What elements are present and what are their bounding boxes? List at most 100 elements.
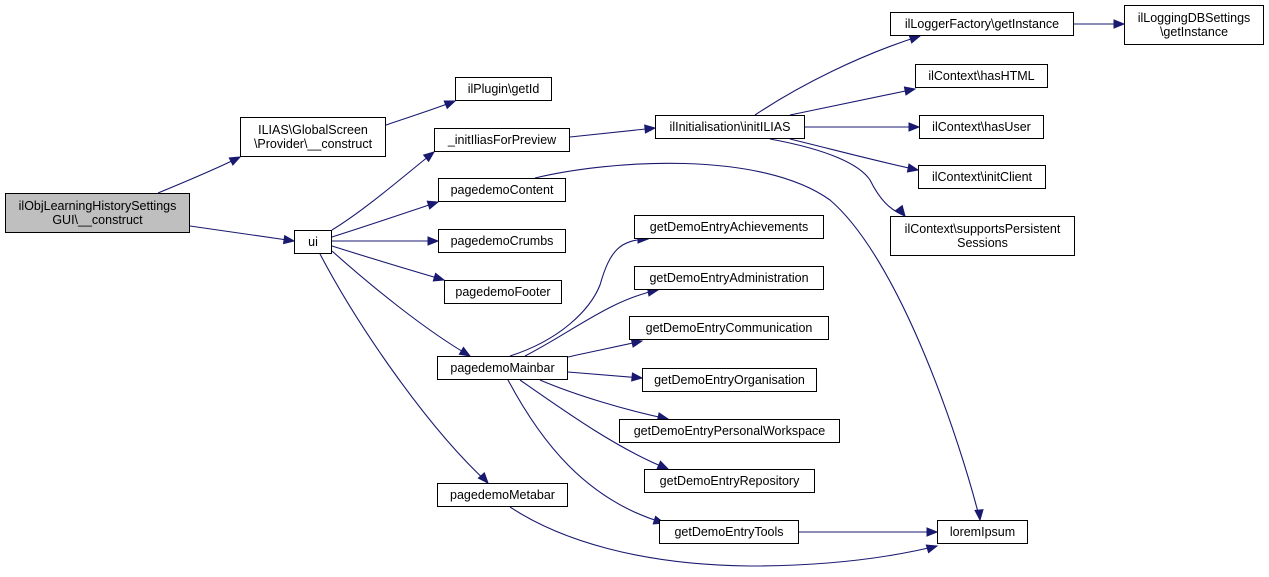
node-administration[interactable]: getDemoEntryAdministration [634, 266, 824, 290]
arrowhead-ui-to-footer [432, 272, 446, 282]
node-label: pagedemoMetabar [450, 488, 555, 502]
node-organisation[interactable]: getDemoEntryOrganisation [642, 368, 817, 392]
arrowhead-metabar-to-loremipsum [925, 544, 939, 554]
arrowhead-initilias-to-initclient [906, 163, 920, 173]
edge-mainbar-to-personal [539, 379, 669, 420]
node-personal[interactable]: getDemoEntryPersonalWorkspace [619, 419, 840, 443]
node-initilias[interactable]: ilInitialisation\initILIAS [655, 115, 805, 139]
node-label: ilContext\supportsPersistent [904, 222, 1061, 236]
edge-initilias-to-persistent [769, 138, 906, 217]
node-repository[interactable]: getDemoEntryRepository [644, 469, 815, 493]
node-label: ilContext\hasHTML [928, 69, 1035, 83]
arrowhead-ui-to-crumbs [427, 236, 440, 246]
arrowhead-initilias-to-hasuser [908, 122, 921, 132]
node-content[interactable]: pagedemoContent [438, 178, 566, 202]
edge-initilias-to-loggerfactory [754, 35, 921, 116]
node-mainbar[interactable]: pagedemoMainbar [437, 356, 568, 380]
edge-provider-to-plugin [385, 100, 456, 126]
edge-mainbar-to-repository [519, 379, 669, 470]
node-provider[interactable]: ILIAS\GlobalScreen\Provider\__construct [240, 117, 386, 157]
node-label: _initIliasForPreview [447, 133, 557, 147]
node-label: getDemoEntryAchievements [649, 220, 809, 234]
arrowhead-initpreview-to-initilias [644, 124, 657, 134]
edge-ui-to-initpreview [331, 151, 435, 231]
node-hasuser[interactable]: ilContext\hasUser [919, 115, 1044, 139]
arrowhead-root-to-provider [228, 156, 242, 166]
node-initclient[interactable]: ilContext\initClient [918, 165, 1046, 189]
node-label: pagedemoMainbar [450, 361, 555, 375]
edge-initpreview-to-initilias [569, 127, 656, 138]
arrowhead-ui-to-metabar [477, 472, 489, 485]
edge-mainbar-to-organisation [567, 371, 643, 379]
edge-ui-to-footer [331, 245, 445, 281]
node-label: pagedemoFooter [455, 285, 551, 299]
node-label: ilContext\hasUser [932, 120, 1031, 134]
edge-root-to-provider [157, 156, 241, 194]
edge-ui-to-metabar [319, 253, 489, 484]
edge-content-to-loremipsum [534, 162, 981, 521]
node-loggerfactory[interactable]: ilLoggerFactory\getInstance [890, 12, 1074, 36]
edge-mainbar-to-tools [507, 379, 665, 524]
node-label: ilContext\initClient [931, 170, 1033, 184]
node-label: getDemoEntryPersonalWorkspace [633, 424, 826, 438]
node-label: ilLoggerFactory\getInstance [904, 17, 1060, 31]
node-label: getDemoEntryAdministration [649, 271, 809, 285]
node-label: loremIpsum [949, 525, 1016, 539]
arrowhead-tools-to-loremipsum [926, 527, 939, 537]
node-label: getDemoEntryRepository [659, 474, 800, 488]
edge-metabar-to-loremipsum [509, 506, 938, 567]
node-plugin[interactable]: ilPlugin\getId [455, 77, 552, 101]
node-label: ilInitialisation\initILIAS [669, 120, 791, 134]
arrowhead-initilias-to-loggerfactory [908, 34, 922, 44]
arrowhead-ui-to-content [426, 200, 440, 210]
arrowhead-mainbar-to-repository [656, 460, 670, 470]
node-initpreview[interactable]: _initIliasForPreview [434, 128, 570, 152]
edge-ui-to-content [331, 201, 439, 238]
edge-ui-to-mainbar [331, 250, 471, 357]
node-dbsettings[interactable]: ilLoggingDBSettings\getInstance [1124, 5, 1264, 45]
arrowhead-ui-to-initpreview [422, 151, 436, 163]
node-crumbs[interactable]: pagedemoCrumbs [438, 229, 566, 253]
node-communication[interactable]: getDemoEntryCommunication [629, 316, 829, 340]
node-label: getDemoEntryOrganisation [654, 373, 805, 387]
node-label: pagedemoCrumbs [450, 234, 554, 248]
node-footer[interactable]: pagedemoFooter [444, 280, 562, 304]
edge-mainbar-to-achievements [509, 238, 649, 357]
node-label: getDemoEntryCommunication [645, 321, 813, 335]
arrowhead-provider-to-plugin [443, 100, 457, 110]
arrowhead-mainbar-to-organisation [631, 372, 644, 382]
node-label: GUI\__construct [52, 213, 143, 227]
arrowhead-loggerfactory-to-dbsettings [1113, 19, 1126, 29]
node-loremipsum[interactable]: loremIpsum [937, 520, 1028, 544]
arrowhead-mainbar-to-communication [630, 338, 644, 348]
node-metabar[interactable]: pagedemoMetabar [437, 483, 568, 507]
node-label: ilObjLearningHistorySettings [18, 199, 177, 213]
edge-mainbar-to-administration [524, 289, 659, 357]
node-hashtml[interactable]: ilContext\hasHTML [915, 64, 1048, 88]
node-label: ilLoggingDBSettings [1137, 11, 1251, 25]
edge-root-to-ui [189, 225, 295, 242]
node-label: \getInstance [1159, 25, 1229, 39]
node-achievements[interactable]: getDemoEntryAchievements [634, 215, 824, 239]
node-tools[interactable]: getDemoEntryTools [659, 520, 799, 544]
node-label: getDemoEntryTools [674, 525, 784, 539]
arrowhead-content-to-loremipsum [974, 509, 984, 522]
node-label: pagedemoContent [450, 183, 554, 197]
node-label: ui [308, 235, 318, 249]
arrowhead-ui-to-mainbar [458, 346, 472, 357]
arrowhead-initilias-to-persistent [894, 204, 906, 218]
arrowhead-root-to-ui [282, 234, 296, 245]
node-label: \Provider\__construct [253, 137, 373, 151]
edge-mainbar-to-communication [567, 340, 643, 358]
node-label: ILIAS\GlobalScreen [258, 123, 368, 137]
node-label: ilPlugin\getId [467, 82, 540, 96]
edge-initilias-to-hashtml [789, 88, 916, 116]
node-label: Sessions [957, 236, 1008, 250]
arrowhead-initilias-to-hashtml [903, 86, 917, 96]
node-ui[interactable]: ui [294, 230, 332, 254]
edge-initilias-to-initclient [789, 138, 919, 171]
